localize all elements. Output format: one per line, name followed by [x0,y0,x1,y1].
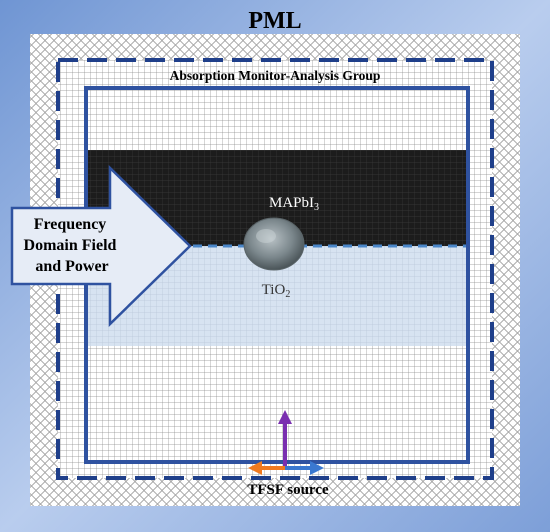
field-direction-arrow [10,165,192,327]
tfsf-source-label: TFSF source [247,482,329,498]
axis-left-head [248,461,262,475]
axis-vertical-head [278,410,292,424]
source-axes [248,410,324,475]
pml-title: PML [248,8,301,34]
nanoparticle [243,217,305,271]
axis-right-head [310,461,324,475]
tio2-label: TiO2 [262,282,291,300]
mapbi3-label: MAPbI3 [269,195,319,213]
arrow-label: Frequency Domain Field and Power [24,216,121,275]
nanoparticle-highlight [256,229,276,243]
monitor-label: Absorption Monitor-Analysis Group [170,68,381,83]
